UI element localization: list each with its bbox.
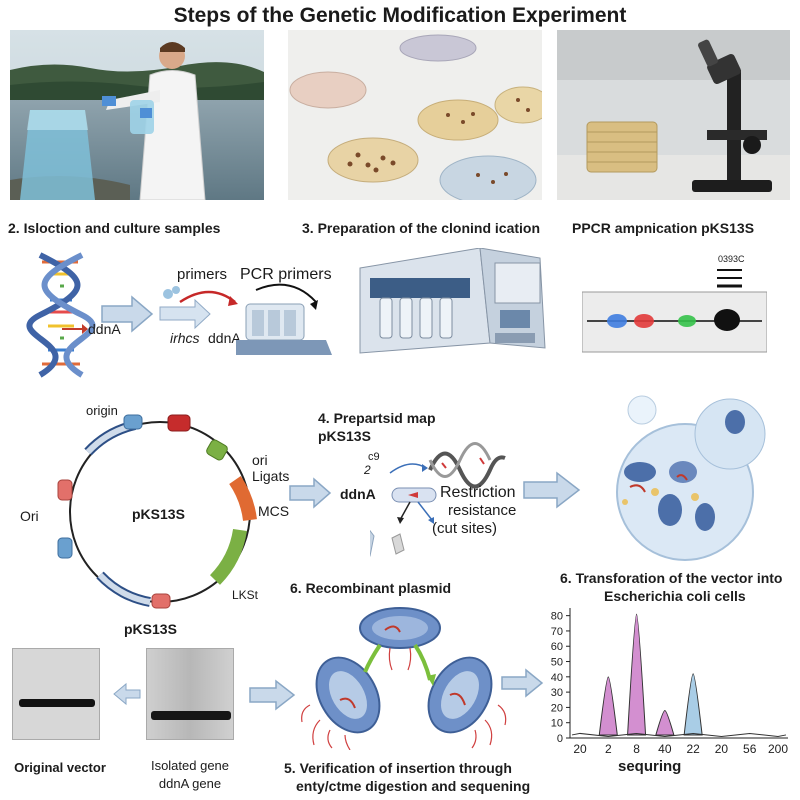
y-tick-label: 0 [557,733,563,745]
y-tick-label: 70 [551,626,563,638]
photo-microscope-lab [557,30,790,200]
x-tick-label: 40 [658,742,672,756]
caption-step6b-line2: Escherichia coli cells [604,588,746,604]
irhcs-label: irhcs [170,330,200,346]
ddna-label-left: ddnA [88,321,121,337]
cut-sites-label: (cut sites) [432,520,498,537]
gel-strip [582,269,767,353]
y-tick-label: 20 [551,702,563,714]
arrow-right-icon [289,477,332,509]
plasmid-ori-left-label: Ori [20,508,39,524]
photo-scientist-lake [10,30,264,200]
x-tick-label: 2 [605,742,612,756]
chromatogram-peak [655,709,675,736]
caption-step2: 2. Isloction and culture samples [8,220,221,236]
caption-step5-line1: 5. Verification of insertion through [284,760,512,776]
caption-step4: 4. Prepartsid map [318,410,436,426]
plasmid-bottom-label: pKS13S [124,621,177,637]
plasmid-mcs-label: MCS [258,503,290,519]
caption-step6b-line1: 6. Transforation of the vector into [560,570,783,586]
dna-helix [20,250,110,380]
plasmid-map [57,414,257,609]
chromatogram-baseline [571,732,787,737]
caption-pcr: PPCR ampnication pKS13S [572,220,755,236]
ddna-pointer-icon [62,324,88,334]
caption-step4-sub: pKS13S [318,428,371,444]
primers-label: primers [177,266,228,283]
plasmid-ori-right-label: ori [252,452,268,468]
photo-petri-dishes [288,30,542,200]
label-isolated-gene-line1: Isolated gene [150,758,230,773]
y-tick-label: 80 [551,611,563,623]
caption-step3: 3. Preparation of the clonind ication [302,220,541,236]
plasmid-ligats-label: Ligats [252,468,290,484]
y-tick-label: 30 [551,687,563,699]
gel-original-vector [12,648,100,740]
caption-step5-line2: enty/ctme digestion and sequening [296,778,531,794]
pcr-machine-small [236,283,332,355]
two-label: 2 [364,463,371,477]
y-tick-label: 60 [551,641,563,653]
plasmid-center-label: pKS13S [132,506,185,522]
y-tick-label: 40 [551,672,563,684]
x-tick-label: 22 [686,742,700,756]
arrow-left-icon [113,682,141,706]
caption-step6a: 6. Recombinant plasmid [290,580,452,596]
gel-marker-label: 0393C [718,254,745,264]
gel-isolated-gene [146,648,234,740]
primers-graphic [159,286,238,330]
y-tick-label: 10 [551,718,563,730]
chart-xlabel: sequring [618,758,682,775]
ddna-label-pcr: ddnA [208,330,241,346]
x-tick-label: 200 [768,742,788,756]
x-tick-label: 56 [743,742,757,756]
c9-label: c9 [368,451,380,463]
plasmid-lkst-label: LKSt [232,588,259,602]
resistance-label: resistance [448,502,517,519]
arrow-right-icon [523,471,581,509]
arrow-right-icon [501,668,544,698]
chromatogram-peak [598,676,618,736]
restriction-ddna-label: ddnA [340,486,376,502]
chromatogram-peak [683,673,703,736]
pcr-primers-label: PCR primers [240,266,332,283]
x-tick-label: 20 [715,742,729,756]
restriction-label: Restriction [440,484,516,501]
plasmid-origin-label: origin [86,403,118,418]
page-title: Steps of the Genetic Modification Experi… [173,4,627,27]
label-original-vector: Original vector [14,760,106,775]
label-isolated-gene-line2: ddnA gene [158,776,222,791]
restriction-graphic [370,442,506,557]
sequencing-chromatogram: 0 10 20 30 40 50 60 70 80 20 2 8 40 22 20 56 200 [551,608,788,756]
ecoli-cell [616,395,766,561]
x-tick-label: 8 [633,742,640,756]
arrow-right-icon [249,679,296,711]
y-tick-label: 50 [551,657,563,669]
bacteria-conjugation [301,607,507,750]
chromatogram-peak [627,613,647,736]
pcr-thermocycler [359,248,546,354]
arrow-right-icon [101,295,154,333]
x-tick-label: 20 [573,742,587,756]
